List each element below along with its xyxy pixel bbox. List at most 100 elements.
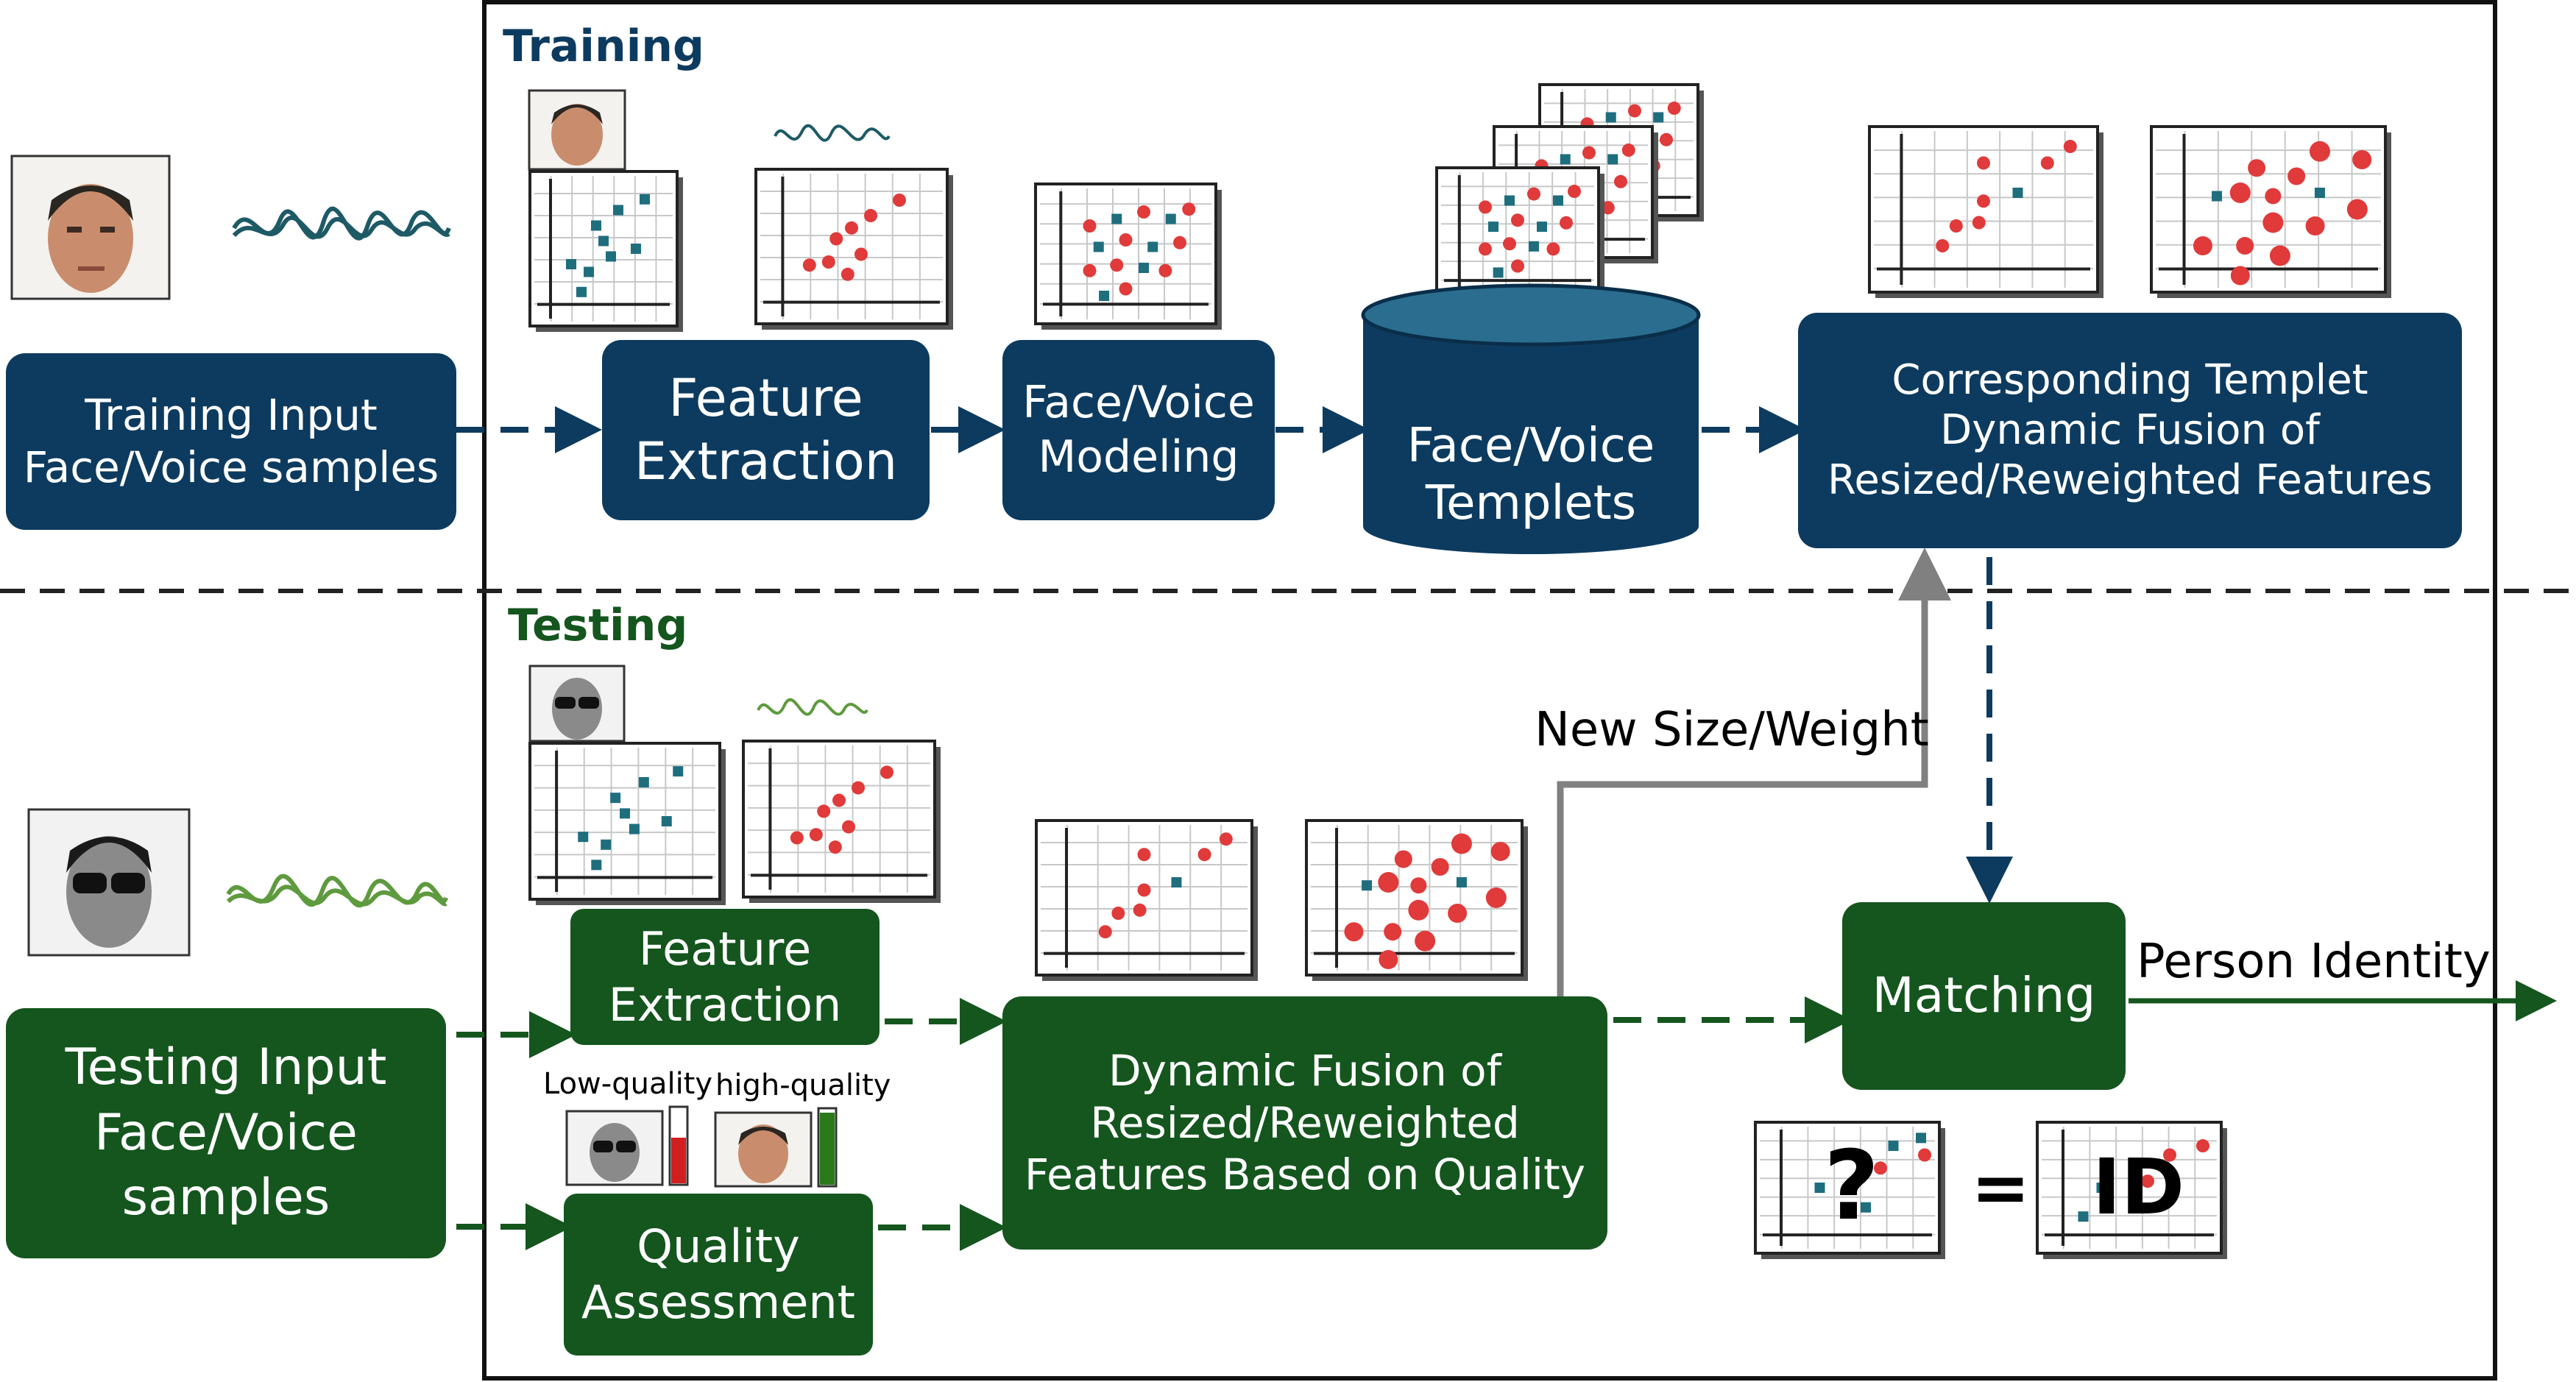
plot-marker [1182,202,1196,216]
plot-marker [893,194,906,207]
testing-face-plot [528,742,726,905]
voice-waveform-icon [774,124,891,142]
plot-marker [809,828,823,842]
plot-marker [1111,907,1125,920]
plot-marker [1219,832,1233,846]
plot-marker [1119,282,1133,296]
plot-marker [828,840,842,854]
plot-marker [610,793,621,804]
plot-marker [1493,267,1504,278]
plot-marker [640,194,650,205]
plot-marker [1344,922,1364,942]
fusion-face-plot [1035,819,1258,981]
plot-marker [2287,167,2306,185]
corresponding-voice-plot [2150,125,2391,298]
face-feature-plot [528,170,683,332]
plot-marker [1137,205,1150,219]
training-feature-extraction-box: Feature Extraction [602,340,930,520]
face-voice-templets-label: Face/Voice Templets [1363,397,1699,552]
plot-marker [2096,1183,2107,1193]
main-frame [482,0,2497,1381]
plot-marker [598,235,609,247]
plot-marker [2012,188,2023,198]
plot-marker [1605,112,1616,123]
plot-marker [2352,150,2372,169]
plot-marker [1147,241,1158,252]
dynamic-fusion-box: Dynamic Fusion of Resized/Reweighted Fea… [1002,996,1607,1250]
plot-marker [2236,237,2254,255]
low-quality-face-icon [565,1110,664,1186]
plot-marker [1977,156,1990,170]
plot-marker [2269,245,2290,266]
plot-marker [1099,291,1110,301]
low-quality-bar [668,1105,689,1186]
plot-marker [1851,1149,1862,1160]
plot-marker [1171,877,1182,887]
testing-feature-line-1: Feature [638,921,812,976]
plot-marker [1527,187,1540,201]
plot-marker [1488,222,1498,233]
plot-marker [2163,1148,2176,1162]
plot-marker [673,766,684,777]
plot-marker [2141,1174,2154,1188]
new-size-weight-label: New Size/Weight [1535,703,1929,757]
plot-marker [1653,112,1664,123]
plot-marker [2212,191,2223,202]
plot-marker [841,267,854,281]
plot-marker [2229,183,2251,203]
training-input-line-1: Training Input [85,390,378,441]
plot-marker [2346,199,2368,220]
sunglasses-face-icon [528,665,626,743]
face-voice-modeling-box: Face/Voice Modeling [1002,340,1275,520]
testing-input-line-2: Face/Voice [94,1103,358,1162]
person-identity-label: Person Identity [2137,935,2491,989]
matching-label: Matching [1872,967,2096,1024]
plot-marker [629,823,640,834]
plot-marker [1918,1148,1931,1162]
testing-feature-extraction-box: Feature Extraction [570,909,880,1045]
plot-marker [1628,104,1641,118]
testing-feature-line-2: Extraction [608,977,842,1032]
plot-marker [1197,848,1211,862]
plot-marker [2040,156,2054,170]
plot-marker [1916,1133,1926,1144]
face-icon [528,89,626,171]
matching-box: Matching [1842,902,2126,1090]
training-section-title: Training [503,21,704,72]
plot-marker [1415,930,1436,952]
plot-marker [661,816,672,826]
fusion-line-1: Dynamic Fusion of [1108,1045,1502,1096]
plot-marker [1485,887,1507,908]
plot-marker [842,820,855,834]
plot-marker [606,251,616,262]
plot-marker [2265,188,2282,205]
plot-marker [1537,222,1547,233]
plot-marker [1083,263,1097,277]
plot-marker [1553,195,1563,206]
plot-marker [1139,263,1149,273]
question-mark: ? [1824,1130,1880,1241]
plot-marker [1137,883,1151,897]
quality-line-2: Assessment [581,1275,855,1329]
plot-marker [1137,848,1151,862]
plot-marker [638,777,649,787]
plot-marker [802,258,816,272]
plot-marker [854,247,868,261]
plot-marker [1119,233,1133,247]
plot-marker [2309,141,2330,162]
plot-marker [1949,219,1963,233]
voice-feature-plot [754,168,953,330]
plot-marker [1667,102,1681,116]
plot-marker [880,765,894,779]
plot-marker [1546,242,1560,256]
corresponding-line-3: Resized/Reweighted Features [1827,456,2433,505]
plot-marker [1621,143,1635,157]
plot-marker [1110,258,1124,272]
plot-marker [817,804,831,818]
high-quality-face-icon [714,1111,813,1188]
corresponding-line-1: Corresponding Templet [1892,355,2368,404]
plot-marker [1093,241,1104,252]
equals-sign: = [1971,1147,2031,1229]
plot-marker [578,832,589,843]
